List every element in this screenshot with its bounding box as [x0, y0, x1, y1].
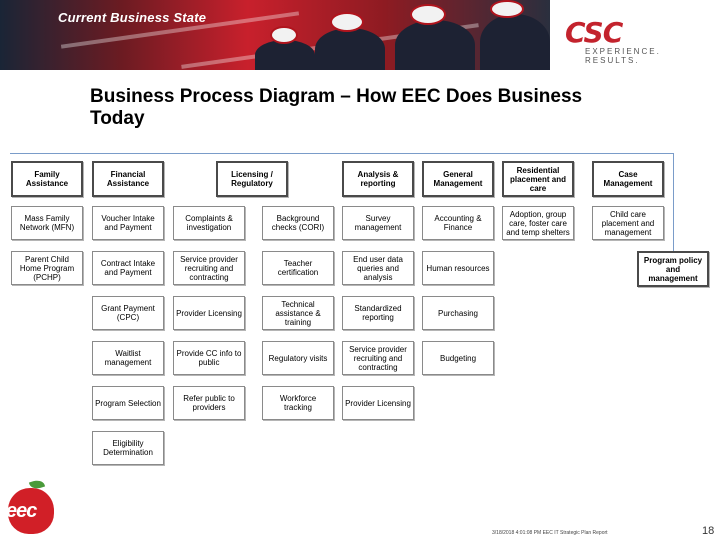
teacher-certification-box: Teacher certification — [262, 251, 334, 285]
end-user-data-box: End user data queries and analysis — [342, 251, 414, 285]
service-provider-recruiting-box-b: Service provider recruiting and contract… — [342, 341, 414, 375]
eligibility-determination-box: Eligibility Determination — [92, 431, 164, 465]
right-connector-line — [673, 153, 674, 253]
section-title: Current Business State — [58, 10, 207, 25]
analysis-reporting-header: Analysis & reporting — [342, 161, 414, 197]
human-resources-box: Human resources — [422, 251, 494, 285]
adoption-group-care-box: Adoption, group care, foster care and te… — [502, 206, 574, 240]
eec-logo-text: eec — [6, 500, 37, 522]
regulatory-visits-box: Regulatory visits — [262, 341, 334, 375]
survey-management-box: Survey management — [342, 206, 414, 240]
residential-placement-header: Residential placement and care — [502, 161, 574, 197]
page-title: Business Process Diagram – How EEC Does … — [90, 86, 583, 129]
case-management-header: Case Management — [592, 161, 664, 197]
footer-text: 3/18/2018 4:01:08 PM EEC IT Strategic Pl… — [492, 530, 608, 536]
provide-cc-info-box: Provide CC info to public — [173, 341, 245, 375]
mass-family-network-box: Mass Family Network (MFN) — [11, 206, 83, 240]
header-banner: Current Business State — [0, 0, 550, 70]
licensing-regulatory-header: Licensing / Regulatory — [216, 161, 288, 197]
budgeting-box: Budgeting — [422, 341, 494, 375]
complaints-investigation-box: Complaints & investigation — [173, 206, 245, 240]
purchasing-box: Purchasing — [422, 296, 494, 330]
top-connector-line — [10, 153, 674, 154]
accounting-finance-box: Accounting & Finance — [422, 206, 494, 240]
general-management-header: General Management — [422, 161, 494, 197]
program-selection-box: Program Selection — [92, 386, 164, 420]
workforce-tracking-box: Workforce tracking — [262, 386, 334, 420]
background-checks-box: Background checks (CORI) — [262, 206, 334, 240]
standardized-reporting-box: Standardized reporting — [342, 296, 414, 330]
provider-licencing-box-b: Provider Licensing — [342, 386, 414, 420]
family-assistance-header: Family Assistance — [11, 161, 83, 197]
grant-payment-box: Grant Payment (CPC) — [92, 296, 164, 330]
refer-public-box: Refer public to providers — [173, 386, 245, 420]
child-care-placement-box: Child care placement and management — [592, 206, 664, 240]
csc-logo: CSC EXPERIENCE. RESULTS. — [565, 16, 715, 65]
technical-assistance-box: Technical assistance & training — [262, 296, 334, 330]
apple-icon — [8, 488, 54, 534]
service-provider-recruiting-box-a: Service provider recruiting and contract… — [173, 251, 245, 285]
csc-logo-mark: CSC — [565, 16, 623, 49]
contract-intake-box: Contract Intake and Payment — [92, 251, 164, 285]
program-policy-box: Program policy and management — [637, 251, 709, 287]
voucher-intake-box: Voucher Intake and Payment — [92, 206, 164, 240]
parent-child-home-program-box: Parent Child Home Program (PCHP) — [11, 251, 83, 285]
eec-logo: eec — [2, 477, 62, 540]
financial-assistance-header: Financial Assistance — [92, 161, 164, 197]
csc-logo-tagline: EXPERIENCE. RESULTS. — [585, 47, 661, 65]
page-number: 18 — [702, 525, 715, 537]
provider-licensing-box-a: Provider Licensing — [173, 296, 245, 330]
waitlist-management-box: Waitlist management — [92, 341, 164, 375]
